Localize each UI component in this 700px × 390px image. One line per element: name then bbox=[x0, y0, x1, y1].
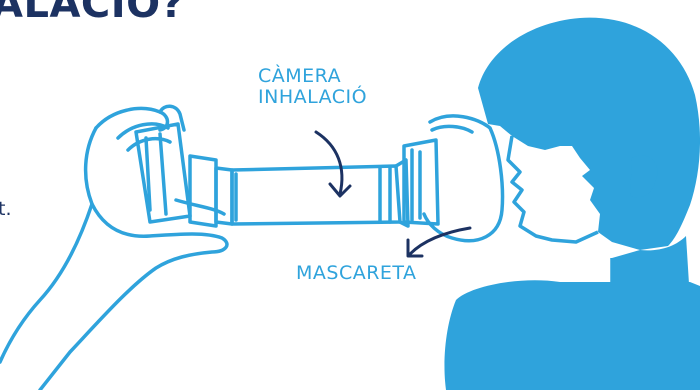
chamber-label-line2: INHALACIÓ bbox=[258, 85, 368, 108]
face-mask-illustration bbox=[402, 114, 505, 243]
spacer-chamber-illustration bbox=[188, 154, 410, 228]
chamber-label: CÀMERA INHALACIÓ bbox=[258, 66, 367, 107]
page-heading: ALACIÓ? bbox=[0, 0, 185, 27]
hand-illustration bbox=[0, 104, 229, 390]
arrow-icon bbox=[406, 226, 472, 258]
side-text-fragment: t. bbox=[0, 198, 12, 220]
arrow-icon bbox=[314, 130, 352, 198]
child-head-illustration bbox=[444, 17, 700, 390]
mask-label: MASCARETA bbox=[296, 262, 417, 284]
chamber-label-line1: CÀMERA bbox=[258, 65, 342, 87]
